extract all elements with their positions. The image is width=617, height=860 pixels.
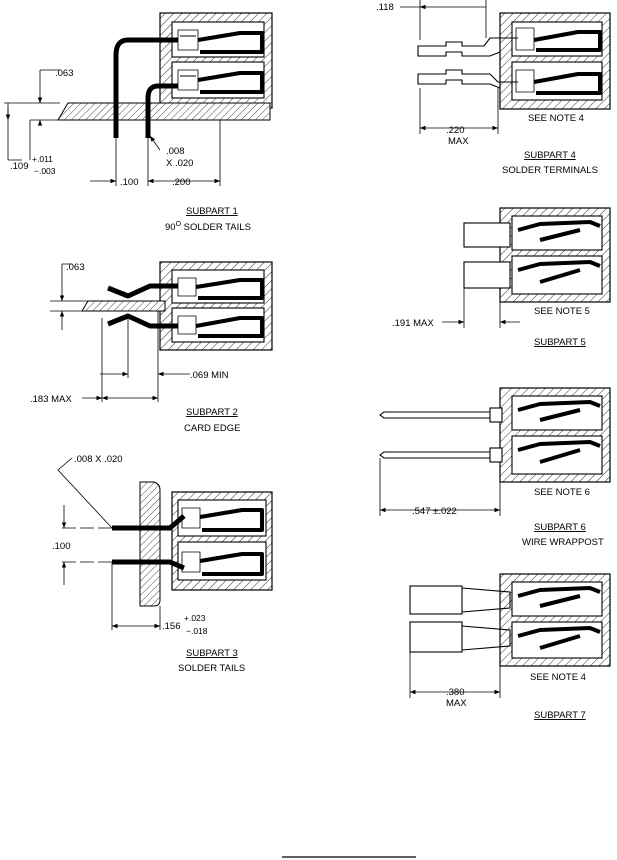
subpart-4-drawing: .118 .220 MAX SEE NOTE 4 SUBPART 4 SOLDE… [376, 0, 611, 176]
subpart-7-connector-body [499, 573, 611, 667]
subpart-4-connector-body [499, 12, 611, 110]
subpart-5-dim-191: .191 MAX [392, 318, 434, 329]
subpart-7-title: SUBPART 7 [534, 710, 586, 721]
subpart-5-terminal-lower [463, 261, 511, 289]
subpart-5-title: SUBPART 5 [534, 337, 586, 348]
subpart-1-title: SUBPART 1 [186, 206, 238, 217]
subpart-5-drawing: .191 MAX SEE NOTE 5 SUBPART 5 [392, 207, 611, 348]
subpart-3-connector-body [171, 491, 273, 591]
subpart-1-tol-minus: −.003 [34, 166, 56, 176]
subpart-6-connector-body [499, 387, 611, 483]
subpart-6-dim-547: .547 ±.022 [412, 506, 457, 517]
subpart-2-subtitle: CARD EDGE [184, 423, 240, 434]
subpart-1-dim-008: .008 [166, 146, 185, 157]
subpart-2-drawing: .063 .069 MIN .183 MAX SUBPART 2 CARD ED… [30, 261, 273, 434]
subpart-1-connector-body [159, 12, 273, 109]
subpart-6-dimensions [379, 458, 501, 516]
subpart-7-dim-max: MAX [446, 698, 467, 709]
subpart-1-dim-x020: X .020 [166, 158, 193, 169]
subpart-3-panel [139, 481, 161, 607]
subpart-7-terminal-lower [409, 621, 511, 653]
subpart-1-dim-200: .200 [172, 177, 191, 188]
subpart-2-connector-body [159, 261, 273, 351]
subpart-6-post-lower [379, 451, 490, 459]
subpart-3-title: SUBPART 3 [186, 648, 238, 659]
subpart-4-dim-118: .118 [376, 2, 394, 13]
subpart-4-note: SEE NOTE 4 [528, 113, 584, 124]
subpart-6-title: SUBPART 6 [534, 522, 586, 533]
subpart-2-card [81, 300, 166, 312]
subpart-3-dim-008x020: .008 X .020 [74, 454, 123, 465]
subpart-1-dim-100: .100 [120, 177, 139, 188]
subpart-6-note: SEE NOTE 6 [534, 487, 590, 498]
subpart-3-drawing: .008 X .020 .100 .156 +.023 −.018 SUBPAR… [52, 454, 273, 674]
subpart-1-dim-109: .109 [10, 161, 29, 172]
subpart-3-tail-upper [112, 514, 186, 531]
subpart-2-dim-063: .063 [66, 262, 85, 273]
subpart-3-dimensions [57, 457, 161, 630]
subpart-7-dimensions [409, 652, 501, 698]
subpart-1-pcb [57, 102, 271, 121]
subpart-4-terminal-lower [417, 69, 518, 89]
subpart-1-dim-063: .063 [55, 68, 74, 79]
subpart-7-dim-380: .380 [446, 687, 465, 698]
subpart-3-tail-lower [112, 559, 185, 571]
subpart-2-dimensions [50, 263, 190, 402]
subpart-5-connector-body [499, 207, 611, 303]
subpart-2-dim-069: .069 MIN [190, 370, 229, 381]
subpart-5-terminal-upper [463, 222, 511, 248]
subpart-3-tol-minus: −.018 [186, 626, 208, 636]
subpart-4-terminal-upper [417, 37, 518, 57]
subpart-2-contact-lower [107, 313, 178, 329]
subpart-1-drawing: .063 .109 +.011 −.003 .008 X .020 .100 .… [4, 12, 273, 233]
subpart-1-tail-lower [145, 83, 178, 138]
subpart-2-contact-upper [107, 283, 178, 299]
subpart-1-tail-upper [113, 37, 178, 138]
subpart-4-title: SUBPART 4 [524, 150, 576, 161]
subpart-7-drawing: .380 MAX SEE NOTE 4 SUBPART 7 [409, 573, 611, 721]
subpart-3-subtitle: SOLDER TAILS [178, 663, 245, 674]
subpart-6-subtitle: WIRE WRAPPOST [522, 537, 604, 548]
subpart-4-subtitle: SOLDER TERMINALS [502, 165, 598, 176]
subpart-3-dim-100: .100 [52, 541, 71, 552]
subpart-7-note: SEE NOTE 4 [530, 672, 586, 683]
subpart-4-dim-max: MAX [448, 136, 469, 147]
subpart-6-drawing: .547 ±.022 SEE NOTE 6 SUBPART 6 WIRE WRA… [379, 387, 611, 548]
subpart-2-title: SUBPART 2 [186, 407, 238, 418]
subpart-7-terminal-upper [409, 585, 511, 615]
subpart-1-tol-plus: +.011 [32, 154, 53, 164]
subpart-1-subtitle: 90O SOLDER TAILS [165, 221, 251, 233]
subpart-4-dim-220: .220 [446, 125, 465, 136]
subpart-5-dimensions [442, 288, 520, 328]
subpart-1-dimensions [4, 69, 221, 186]
subpart-4-dimensions [400, 0, 499, 134]
subpart-2-dim-183: .183 MAX [30, 394, 72, 405]
subpart-6-post-upper [379, 411, 490, 419]
subpart-5-note: SEE NOTE 5 [534, 306, 590, 317]
subpart-3-tol-plus: +.023 [184, 613, 206, 623]
subpart-3-dim-156: .156 [162, 621, 181, 632]
